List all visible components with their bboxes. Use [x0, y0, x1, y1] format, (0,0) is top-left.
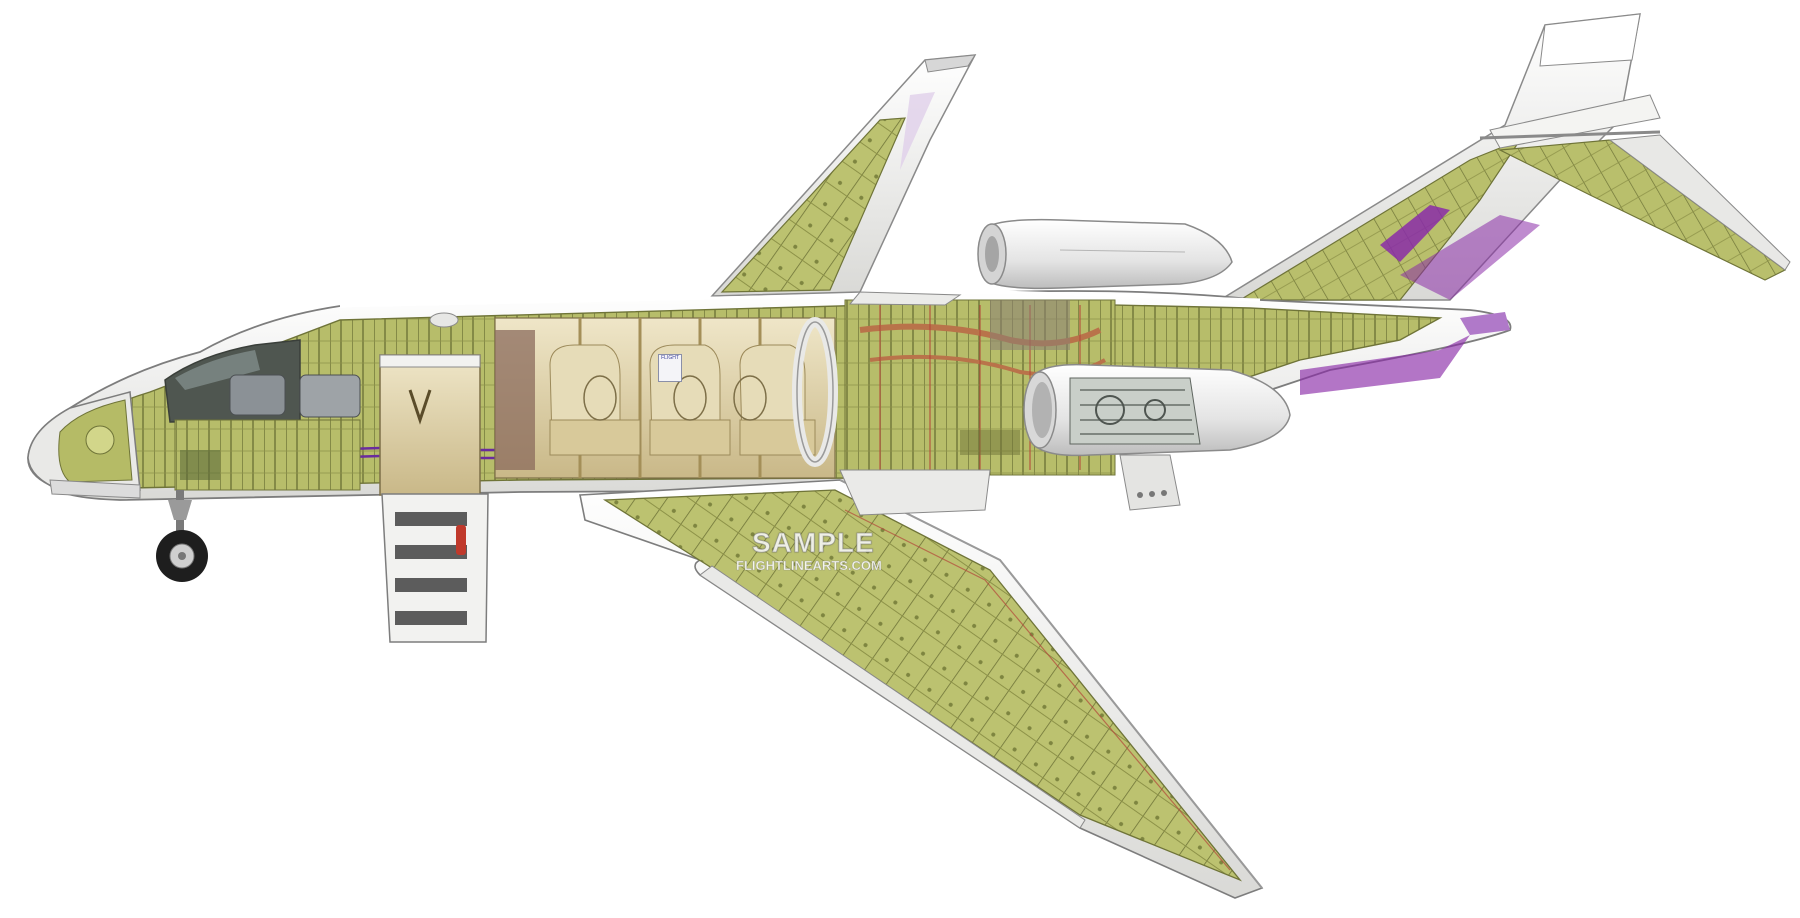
near-wing — [579, 469, 1264, 899]
cabin-placard: FLIGHT — [658, 354, 682, 382]
horizontal-stabilizer — [1479, 130, 1791, 281]
nose-section — [27, 391, 141, 499]
far-engine-nacelle — [977, 218, 1233, 290]
watermark-sample: SAMPLE — [752, 527, 875, 559]
cockpit — [164, 339, 361, 491]
passenger-cabin — [494, 317, 838, 479]
nose-gear — [156, 490, 208, 582]
cabin-door — [379, 354, 481, 496]
far-wing-root-fairing — [848, 291, 962, 306]
airstair — [381, 493, 489, 643]
near-engine-nacelle — [1023, 363, 1291, 511]
placard-text: FLIGHT — [661, 355, 679, 361]
escape-hatch — [429, 312, 459, 328]
watermark-site: FLIGHTLINEARTS.COM — [736, 558, 882, 574]
far-wing — [710, 54, 977, 297]
